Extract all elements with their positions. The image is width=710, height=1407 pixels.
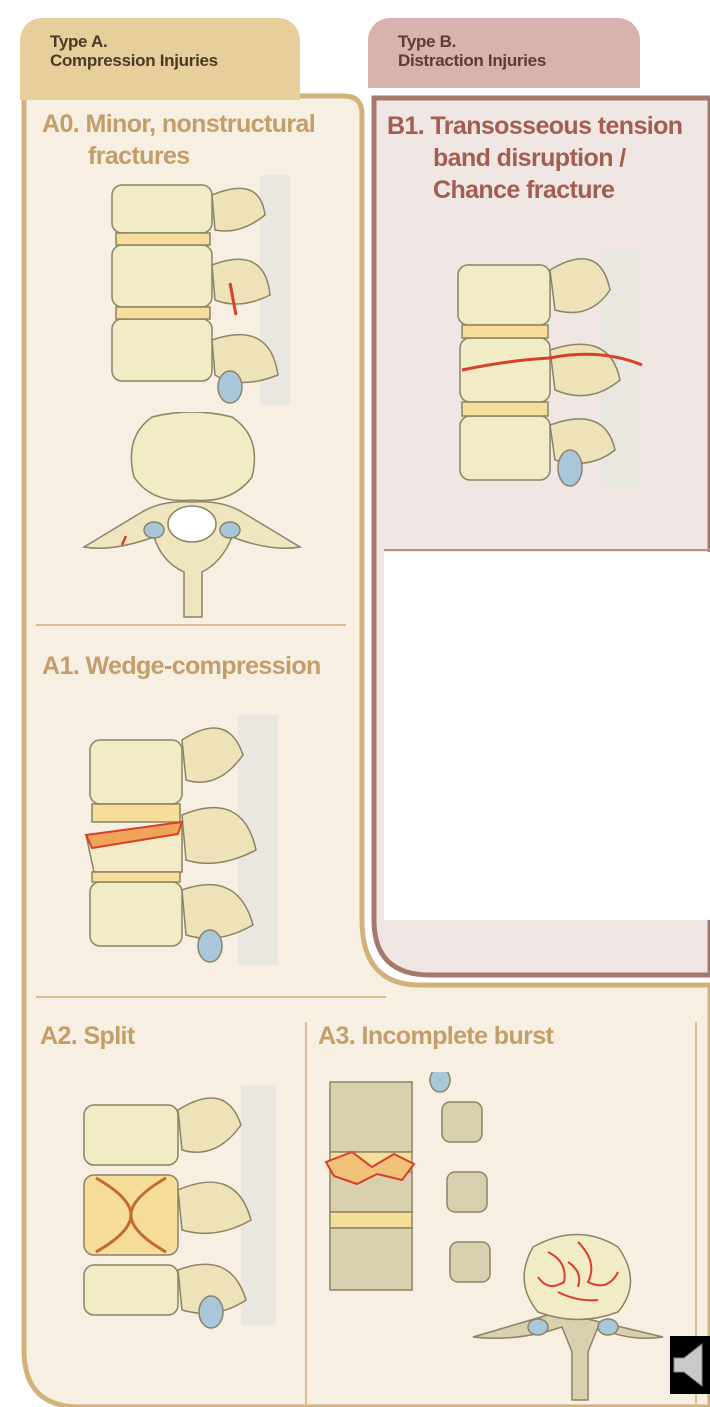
heading-a3-line1: Incomplete burst	[361, 1022, 553, 1050]
a3-burst-axial-illustration	[468, 1222, 668, 1402]
heading-a2: A2. Split	[40, 1020, 135, 1052]
heading-b1-code: B1.	[387, 112, 424, 140]
tab-type-b-title: Type B.	[398, 32, 640, 51]
heading-a2-code: A2.	[40, 1022, 77, 1050]
tab-type-a-subtitle: Compression Injuries	[50, 51, 300, 70]
heading-a3: A3. Incomplete burst	[318, 1020, 553, 1052]
heading-a2-line1: Split	[83, 1022, 134, 1050]
heading-a1: A1. Wedge-compression	[42, 650, 321, 682]
heading-a0-code: A0.	[42, 110, 79, 138]
heading-b1-line3: Chance fracture	[387, 174, 682, 206]
tab-type-b-subtitle: Distraction Injuries	[398, 51, 640, 70]
a2-split-fracture-illustration	[76, 1080, 286, 1330]
a0-lateral-spine-illustration	[90, 175, 300, 410]
tab-type-a-title: Type A.	[50, 32, 300, 51]
heading-a0: A0. Minor, nonstructural fractures	[42, 108, 315, 172]
heading-b1: B1. Transosseous tension band disruption…	[387, 110, 682, 206]
heading-a1-code: A1.	[42, 652, 79, 680]
heading-a0-line1: Minor, nonstructural	[85, 110, 315, 138]
a1-wedge-compression-illustration	[78, 710, 288, 970]
heading-a3-code: A3.	[318, 1022, 355, 1050]
b1-chance-fracture-illustration	[450, 240, 650, 490]
tab-type-b: Type B. Distraction Injuries	[368, 18, 640, 88]
heading-b1-line2: band disruption /	[387, 142, 682, 174]
heading-b1-line1: Transosseous tension	[430, 112, 682, 140]
tab-type-a: Type A. Compression Injuries	[20, 18, 300, 100]
heading-a1-line1: Wedge-compression	[85, 652, 320, 680]
type-b-empty-area	[384, 552, 710, 920]
a0-axial-vertebra-illustration	[82, 412, 302, 622]
heading-a0-line2: fractures	[42, 140, 315, 172]
speaker-icon[interactable]	[670, 1336, 710, 1394]
